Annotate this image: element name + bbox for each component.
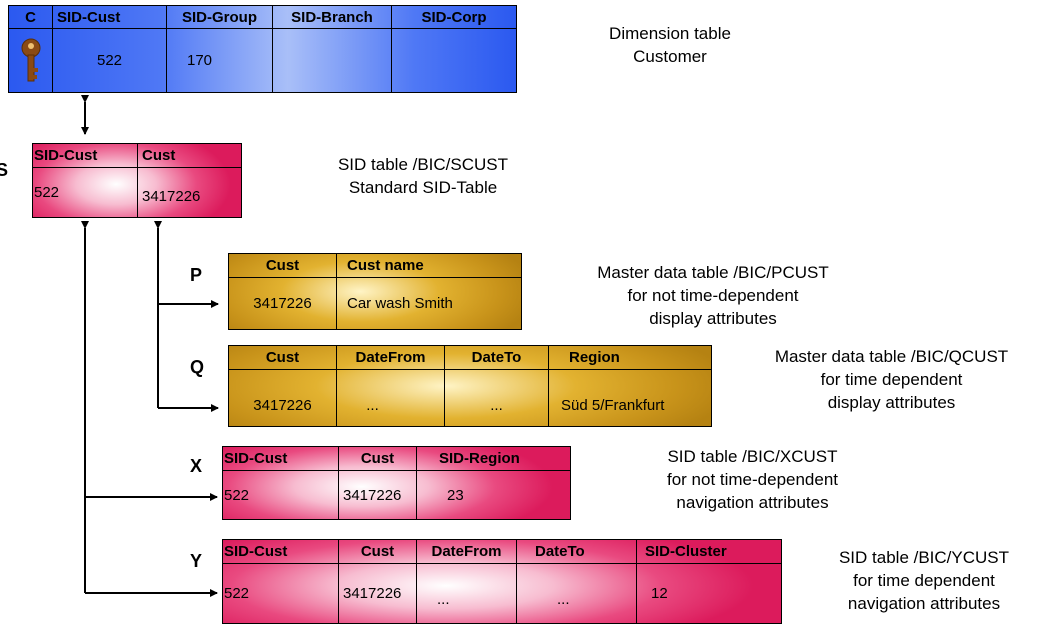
header-cell: DateTo: [517, 540, 637, 563]
caption-line: Master data table /BIC/PCUST: [597, 263, 829, 282]
caption-line: Standard SID-Table: [348, 178, 498, 197]
label-y: Y: [190, 551, 203, 571]
sid-table-x: SID-Cust Cust SID-Region 522 3417226 23: [222, 446, 571, 520]
caption-line: for time dependent: [853, 571, 995, 590]
caption-y: SID table /BIC/YCUST for time dependent …: [795, 546, 1053, 615]
cell: 522: [33, 168, 138, 217]
header-cell: Cust: [142, 147, 176, 164]
header-cell: C: [9, 6, 53, 28]
caption-x: SID table /BIC/XCUST for not time-depend…: [610, 445, 895, 514]
header-cell: DateFrom: [417, 540, 517, 563]
cell: 3417226: [229, 370, 337, 426]
header-cell: SID-Cust: [33, 144, 138, 167]
header-cell: DateTo: [445, 346, 549, 369]
caption-line: SID table /BIC/SCUST: [337, 155, 509, 174]
sid-table-s: SID-Cust Cust 522 3417226: [32, 143, 242, 218]
cell: Süd 5/Frankfurt: [561, 396, 665, 414]
header-cell: SID-Corp: [421, 9, 487, 26]
cell: 3417226: [339, 471, 417, 519]
header-cell: SID-Cust: [53, 6, 167, 28]
table-row: 522 3417226 ... ... 12: [223, 564, 781, 623]
cell: 3417226: [229, 278, 337, 329]
cell: 522: [53, 29, 167, 92]
caption-line: display attributes: [827, 393, 956, 412]
label-s: S: [0, 160, 9, 180]
header-cell: SID-Group: [167, 6, 273, 28]
table-header: Cust DateFrom DateTo Region: [229, 346, 711, 370]
label-p: P: [190, 265, 203, 285]
cell: ...: [517, 564, 637, 623]
header-cell: DateFrom: [337, 346, 445, 369]
caption-line: SID table /BIC/YCUST: [838, 548, 1010, 567]
caption-dimension: Dimension table Customer: [570, 22, 770, 68]
table-row: 522 3417226 23: [223, 471, 570, 519]
header-cell: Cust: [229, 254, 337, 277]
label-x: X: [190, 456, 203, 476]
caption-line: Master data table /BIC/QCUST: [774, 347, 1009, 366]
header-cell: Cust: [339, 540, 417, 563]
caption-line: navigation attributes: [847, 594, 1001, 613]
header-cell: Cust: [229, 346, 337, 369]
key-cell: [9, 29, 53, 92]
caption-line: SID table /BIC/XCUST: [667, 447, 838, 466]
master-table-q: Cust DateFrom DateTo Region 3417226 ... …: [228, 345, 712, 427]
table-header: SID-Cust Cust: [33, 144, 241, 168]
caption-p: Master data table /BIC/PCUST for not tim…: [568, 261, 858, 330]
cell: 522: [223, 564, 339, 623]
header-cell: SID-Branch: [273, 6, 392, 28]
table-row: 3417226 Car wash Smith: [229, 278, 521, 329]
header-cell: Cust name: [347, 257, 424, 274]
table-header: C SID-Cust SID-Group SID-Branch SID-Corp: [9, 6, 516, 29]
caption-line: navigation attributes: [676, 493, 829, 512]
header-cell: Region: [569, 349, 620, 366]
cell: ...: [337, 370, 445, 426]
cell: ...: [417, 564, 517, 623]
table-header: SID-Cust Cust SID-Region: [223, 447, 570, 471]
header-cell: SID-Cust: [223, 447, 339, 470]
caption-line: Dimension table: [609, 24, 731, 43]
sid-table-y: SID-Cust Cust DateFrom DateTo SID-Cluste…: [222, 539, 782, 624]
header-cell: SID-Cluster: [645, 543, 727, 560]
table-row: 522 3417226: [33, 168, 241, 217]
caption-line: for not time-dependent: [627, 286, 799, 305]
header-cell: SID-Region: [439, 450, 520, 467]
header-cell: SID-Cust: [223, 540, 339, 563]
cell: 12: [651, 585, 668, 602]
table-row: 522 170: [9, 29, 516, 92]
caption-line: for time dependent: [820, 370, 963, 389]
table-header: Cust Cust name: [229, 254, 521, 278]
caption-line: for not time-dependent: [666, 470, 839, 489]
cell: [273, 29, 392, 92]
header-cell: Cust: [339, 447, 417, 470]
cell: 522: [223, 471, 339, 519]
master-table-p: Cust Cust name 3417226 Car wash Smith: [228, 253, 522, 330]
cell: 3417226: [142, 188, 201, 205]
cell: 3417226: [339, 564, 417, 623]
table-header: SID-Cust Cust DateFrom DateTo SID-Cluste…: [223, 540, 781, 564]
caption-q: Master data table /BIC/QCUST for time de…: [730, 345, 1053, 414]
dimension-table-customer: C SID-Cust SID-Group SID-Branch SID-Corp…: [8, 5, 517, 93]
caption-s: SID table /BIC/SCUST Standard SID-Table: [298, 153, 548, 199]
cell: [392, 29, 516, 92]
cell: 23: [447, 486, 464, 504]
cell: ...: [445, 370, 549, 426]
caption-line: Customer: [633, 47, 707, 66]
cell: 170: [167, 29, 273, 92]
key-icon: [21, 38, 40, 81]
label-q: Q: [190, 357, 205, 377]
caption-line: display attributes: [649, 309, 777, 328]
cell: Car wash Smith: [347, 295, 453, 312]
table-row: 3417226 ... ... Süd 5/Frankfurt: [229, 370, 711, 426]
